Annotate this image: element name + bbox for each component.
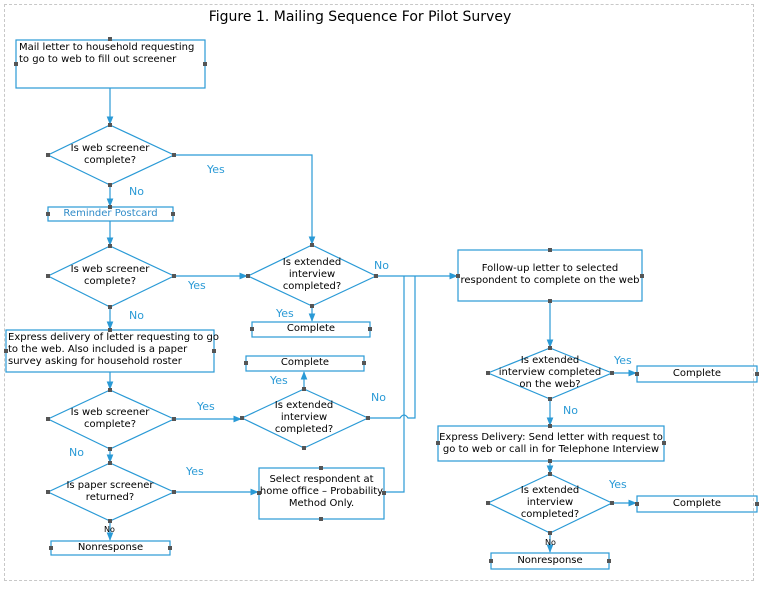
nonresponse-2-text: Nonresponse xyxy=(517,555,583,566)
express-delivery-1-text: Express delivery of letter requesting to… xyxy=(8,332,219,367)
nonresponse-1-text: Nonresponse xyxy=(77,542,144,553)
ext3-yes-label: Yes xyxy=(609,478,627,491)
figure-title: Figure 1. Mailing Sequence For Pilot Sur… xyxy=(208,9,512,25)
ext3-no-label: No xyxy=(545,538,556,547)
ext1-yes-label: Yes xyxy=(276,307,294,320)
ws3-yes-label: Yes xyxy=(197,400,215,413)
complete-4-text: Complete xyxy=(672,498,722,509)
express-delivery-2-text: Express Delivery: Send letter with reque… xyxy=(439,432,663,455)
ps-yes-label: Yes xyxy=(186,465,204,478)
ws2-no-label: No xyxy=(129,309,144,322)
edge-ws1-to-ext1 xyxy=(174,154,316,245)
ws2-yes-label: Yes xyxy=(188,279,206,292)
complete-3-text: Complete xyxy=(672,368,722,379)
ws1-no-label: No xyxy=(129,185,144,198)
complete-2-text: Complete xyxy=(280,357,330,368)
complete-1-text: Complete xyxy=(286,323,336,334)
page-frame xyxy=(4,4,754,581)
ext2-no-label: No xyxy=(371,391,386,404)
extweb-yes-label: Yes xyxy=(614,354,632,367)
ws1-yes-label: Yes xyxy=(207,163,225,176)
selection-handles xyxy=(4,37,759,563)
ps-no-label: No xyxy=(104,525,115,534)
ext1-no-label: No xyxy=(374,259,389,272)
ws3-no-label: No xyxy=(69,446,84,459)
ext2-yes-label: Yes xyxy=(270,374,288,387)
reminder-postcard-text: Reminder Postcard xyxy=(63,208,158,219)
edge-select-to-followup xyxy=(384,276,405,493)
extweb-no-label: No xyxy=(563,404,578,417)
